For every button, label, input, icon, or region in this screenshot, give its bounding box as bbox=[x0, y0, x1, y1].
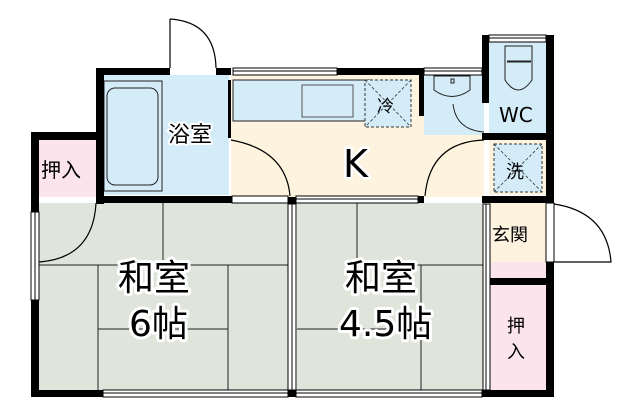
closet-right-fill bbox=[490, 284, 546, 390]
closet-left-fill bbox=[38, 140, 96, 197]
walls bbox=[31, 35, 554, 397]
fridge-label: 冷 bbox=[377, 97, 394, 117]
washer-door bbox=[424, 139, 485, 197]
tatami-lines-45 bbox=[297, 203, 485, 391]
toilet-icon bbox=[504, 45, 533, 91]
washer-icon bbox=[493, 143, 543, 193]
wc-label: WC bbox=[499, 103, 533, 127]
fridge-icon bbox=[364, 79, 412, 128]
entrance-label: 玄関 bbox=[492, 225, 528, 246]
washitsu-45-fill bbox=[297, 203, 485, 391]
bathtub-inner bbox=[106, 87, 159, 186]
tatami-lines-6 bbox=[38, 203, 290, 391]
bath-entry-door bbox=[169, 18, 217, 69]
bath-fill bbox=[102, 75, 229, 195]
washitsu-6-label-1: 和室 bbox=[118, 258, 190, 299]
bath-label: 浴室 bbox=[168, 123, 212, 148]
washitsu-45-label-2: 4.5帖 bbox=[339, 304, 432, 345]
door-swings bbox=[38, 18, 612, 263]
washitsu-45-label-1: 和室 bbox=[345, 258, 417, 299]
wash-basin-icon bbox=[433, 75, 471, 97]
kitchen-label: K bbox=[343, 142, 369, 186]
closet-left-label: 押入 bbox=[41, 158, 81, 182]
washer-label: 洗 bbox=[506, 162, 524, 183]
closet-right-label-1: 押 bbox=[507, 316, 525, 337]
entrance-fill bbox=[490, 202, 546, 262]
closet-right-label-2: 入 bbox=[507, 342, 525, 363]
kitchen-sink bbox=[301, 84, 354, 118]
entrance-closet-strip bbox=[490, 262, 546, 278]
basin-door-swing bbox=[452, 103, 485, 133]
washitsu-door bbox=[38, 202, 97, 263]
sink-area-fill bbox=[424, 75, 484, 135]
windows bbox=[30, 34, 555, 398]
entrance-door bbox=[553, 203, 612, 263]
wc-fill bbox=[489, 40, 546, 133]
washitsu-6-fill bbox=[38, 203, 290, 391]
washitsu-6-label-2: 6帖 bbox=[129, 304, 188, 345]
kitchen-door bbox=[230, 139, 291, 197]
